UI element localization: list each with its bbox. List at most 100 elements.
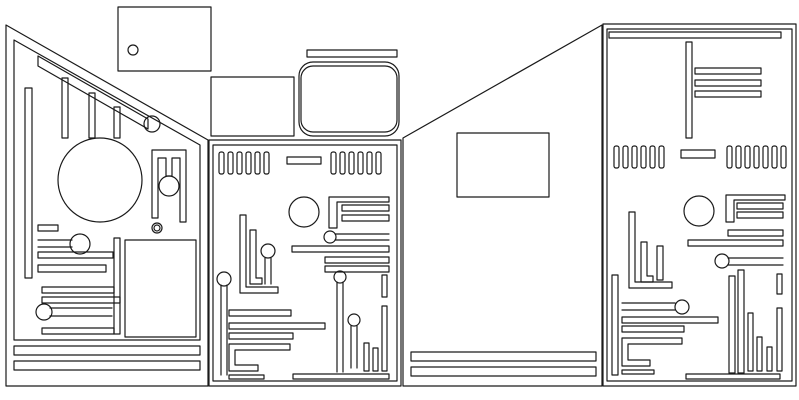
- pad-stem: [336, 281, 344, 373]
- tick: [37, 224, 59, 232]
- vent-slots: [726, 145, 787, 169]
- vent-slot: [622, 145, 629, 169]
- inner-border: [606, 28, 793, 382]
- pad-trace: [727, 257, 784, 266]
- trace-outline: [328, 196, 390, 229]
- panel-outline: [602, 23, 797, 387]
- vent-slot: [640, 145, 647, 169]
- trace: [621, 325, 685, 333]
- vent-slot: [762, 145, 769, 169]
- vent-slot: [227, 151, 234, 175]
- center-trapezoid-panel: [402, 24, 603, 387]
- diagonal-trace: [37, 55, 149, 130]
- vent-slot: [254, 151, 261, 175]
- long-bar: [113, 237, 121, 335]
- inner-border: [212, 144, 398, 382]
- vent-slot: [339, 151, 346, 175]
- trace: [736, 211, 784, 219]
- vent-slot: [744, 145, 751, 169]
- vertical-slot: [381, 305, 388, 372]
- trace: [291, 245, 390, 253]
- pad-circle: [260, 243, 276, 259]
- vertical-slot: [776, 273, 783, 295]
- panel-outline: [402, 24, 603, 387]
- vent-slot: [245, 151, 252, 175]
- mid-slot: [286, 156, 322, 165]
- pad-circle: [347, 313, 361, 327]
- l-trace: [640, 241, 654, 283]
- left-trapezoid-panel: [5, 24, 209, 387]
- l-trace: [249, 229, 263, 285]
- bottom-slot: [410, 366, 597, 377]
- vertical-slot: [737, 269, 745, 374]
- trace: [341, 214, 390, 222]
- vertical-slot: [656, 245, 664, 281]
- pad-stem: [350, 325, 358, 369]
- vertical-slot: [756, 336, 763, 372]
- trace: [621, 316, 719, 324]
- pad-circle: [323, 230, 337, 244]
- trace: [736, 202, 784, 210]
- top-slot: [608, 31, 782, 39]
- trace: [611, 274, 619, 376]
- t-arm: [694, 90, 762, 98]
- pad-circle: [333, 270, 347, 284]
- vent-slot: [735, 145, 742, 169]
- t-arm: [694, 79, 762, 87]
- trace: [621, 369, 655, 375]
- pad-circle: [674, 299, 690, 315]
- vent-slot: [631, 145, 638, 169]
- pad-stem: [220, 284, 228, 376]
- center-window: [456, 132, 550, 198]
- top-slot: [306, 49, 398, 58]
- pad-stem: [264, 257, 272, 285]
- vertical-slot: [363, 342, 370, 372]
- l-trace: [239, 214, 279, 294]
- round-hole: [288, 196, 320, 228]
- pad-trace: [334, 233, 390, 241]
- trace: [687, 239, 784, 247]
- trace: [37, 251, 114, 259]
- vent-slots: [613, 145, 665, 169]
- c-trace: [621, 337, 683, 367]
- small-ring: [151, 222, 163, 234]
- vent-slot: [236, 151, 243, 175]
- l-trace: [628, 211, 673, 289]
- vent-slot: [375, 151, 382, 175]
- vent-slot: [613, 145, 620, 169]
- prong: [113, 106, 121, 139]
- trace: [228, 374, 265, 380]
- pad-circle: [69, 233, 91, 255]
- bottom-slot: [410, 351, 597, 362]
- pad-circle: [143, 115, 161, 133]
- pad-trace: [621, 302, 676, 311]
- trace: [341, 204, 390, 212]
- card-hole: [127, 44, 139, 56]
- vertical-slot: [728, 275, 736, 374]
- panel-outline: [208, 139, 402, 387]
- trace: [292, 373, 390, 380]
- vertical-slot: [381, 274, 388, 298]
- pad-trace: [37, 239, 73, 248]
- t-arm: [694, 67, 762, 75]
- c-trace: [228, 343, 291, 372]
- top-rounded-box-inner: [300, 65, 398, 133]
- vent-slot: [658, 145, 665, 169]
- vent-slot: [780, 145, 787, 169]
- trace: [324, 256, 390, 264]
- vent-slot: [366, 151, 373, 175]
- vertical-slot: [372, 347, 379, 372]
- vertical-slot: [747, 312, 754, 372]
- trace: [727, 229, 784, 237]
- pad-trace: [49, 307, 113, 317]
- mid-slot: [680, 149, 716, 159]
- vent-slot: [753, 145, 760, 169]
- trace: [228, 309, 292, 317]
- vent-slots: [218, 151, 270, 175]
- right-panel: [602, 23, 797, 387]
- bottom-slot: [13, 345, 201, 356]
- trace: [324, 265, 390, 273]
- bottom-slot: [13, 360, 201, 371]
- vent-slot: [771, 145, 778, 169]
